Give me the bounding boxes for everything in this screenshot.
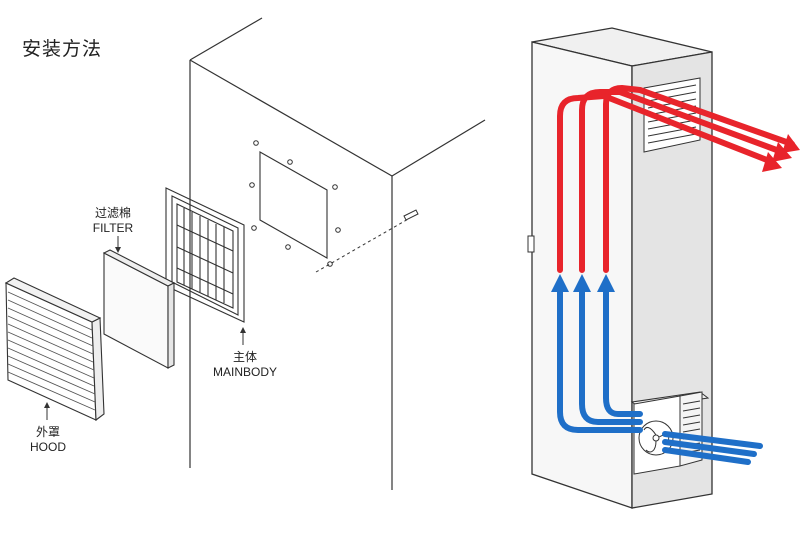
hood-label-en: HOOD: [30, 440, 66, 454]
mainbody-label-cn: 主体: [232, 350, 257, 364]
screw: [315, 209, 419, 273]
hot-arrow-heads: [762, 134, 800, 172]
mainbody-frame: [165, 187, 245, 323]
hood-slats: [7, 291, 96, 411]
hood-label-cn: 外罩: [35, 425, 60, 439]
filter-label-en: FILTER: [92, 221, 134, 235]
cabinet-wall: [189, 17, 486, 490]
mainbody-label: 主体 MAINBODY: [200, 350, 290, 380]
filter-label-cn: 过滤棉: [94, 206, 131, 220]
filter-label: 过滤棉 FILTER: [78, 206, 148, 236]
hood-label: 外罩 HOOD: [18, 425, 78, 455]
hood: [4, 277, 105, 422]
hot-airflow: [557, 84, 795, 273]
cold-airflow: [557, 287, 763, 465]
mounting-holes: [249, 140, 341, 267]
filter-pad: [102, 249, 176, 369]
mainbody-label-en: MAINBODY: [212, 365, 277, 379]
page-title: 安装方法: [22, 39, 103, 60]
wall-cutout: [259, 151, 328, 259]
cold-arrow-heads: [551, 274, 615, 292]
cabinet-handle: [527, 235, 535, 253]
